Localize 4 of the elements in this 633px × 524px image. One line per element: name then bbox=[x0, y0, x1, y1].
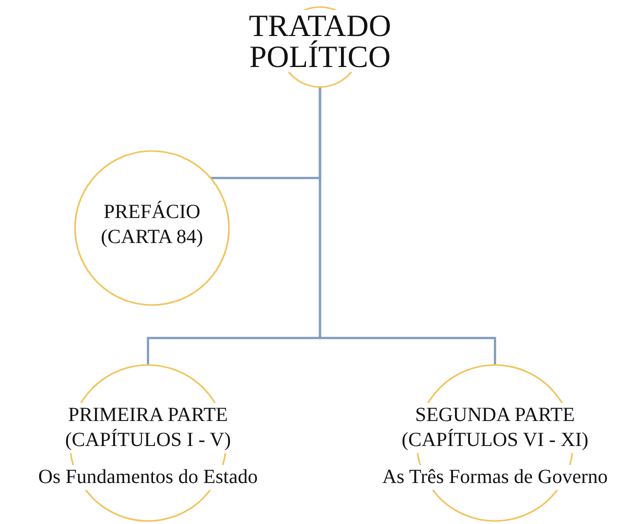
connector-line bbox=[318, 87, 496, 365]
node-subtitle: As Três Formas de Governo bbox=[382, 465, 608, 490]
node-subtitle: Os Fundamentos do Estado bbox=[38, 465, 258, 490]
circle-node bbox=[74, 150, 230, 306]
